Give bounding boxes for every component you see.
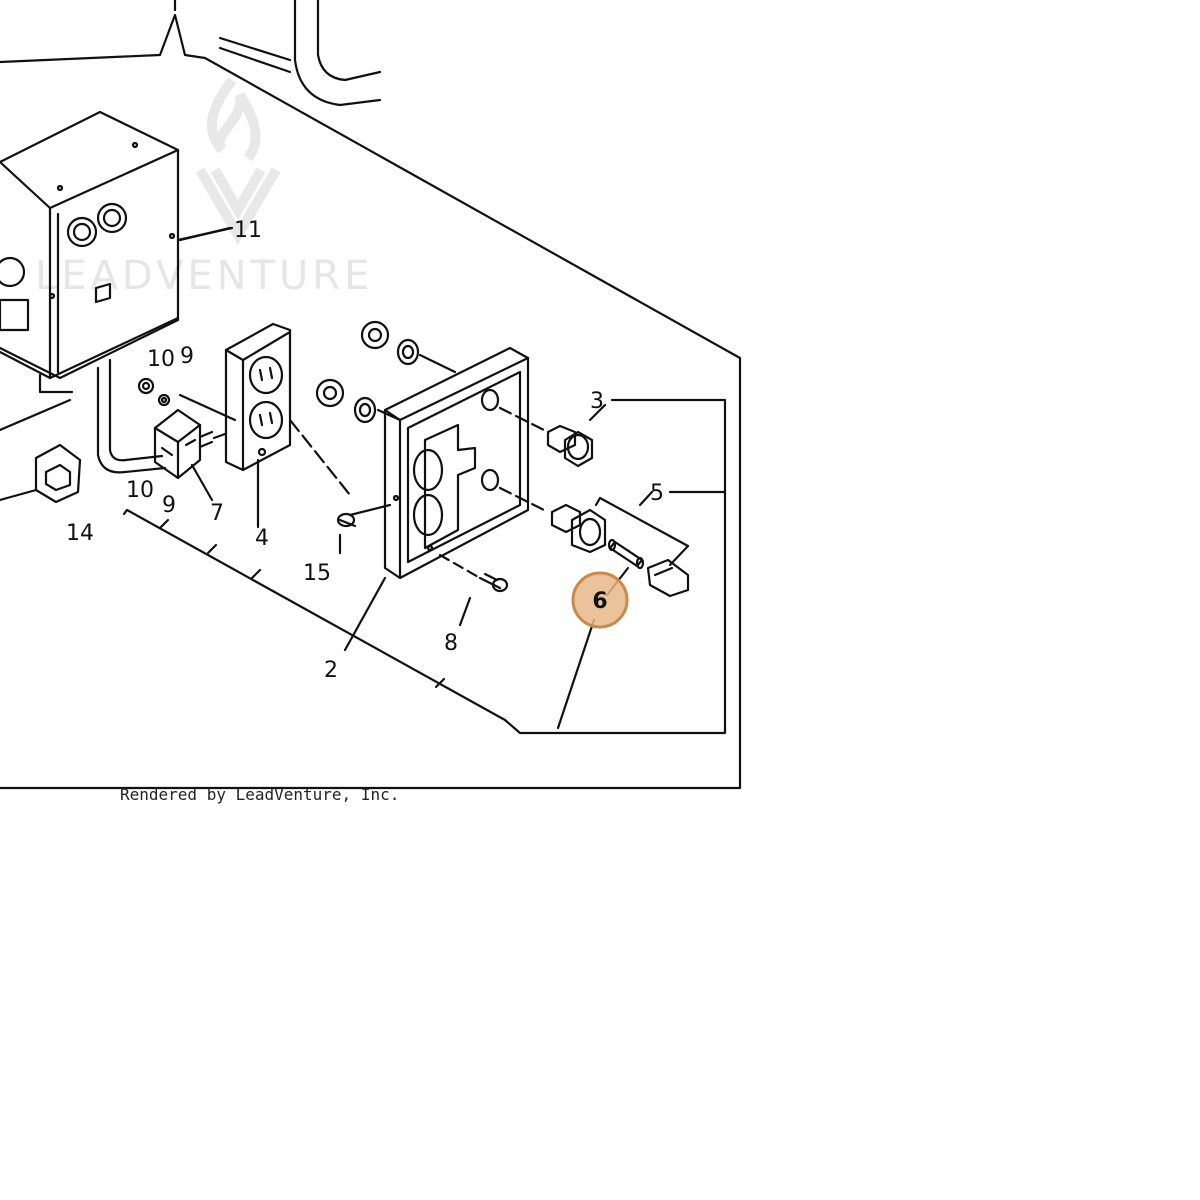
credit-text: Rendered by LeadVenture, Inc.	[120, 785, 399, 804]
fuse-holder-part	[550, 503, 690, 598]
label-3: 3	[590, 389, 604, 414]
watermark-text: LEADVENTURE	[35, 253, 373, 299]
line-art	[0, 0, 742, 790]
screw-15	[336, 512, 357, 528]
flame-v-logo-icon	[195, 77, 281, 245]
highlight-marker[interactable]: 6	[571, 571, 629, 629]
cover-plate	[383, 346, 530, 580]
junction-box	[0, 110, 180, 394]
callout-labels: 11 10 9 10 9 7 4 14 15 2 8 3 5	[66, 218, 664, 683]
receptacle-part	[224, 322, 292, 472]
label-4: 4	[255, 526, 269, 551]
label-9-bottom: 9	[162, 493, 176, 518]
plug-part	[0, 443, 82, 504]
switch-part	[153, 408, 214, 480]
label-15: 15	[303, 561, 331, 586]
label-8: 8	[444, 631, 458, 656]
fuse-part	[607, 538, 645, 570]
label-14: 14	[66, 521, 94, 546]
label-9-top: 9	[180, 344, 194, 369]
screw-8	[478, 572, 509, 593]
label-7: 7	[210, 501, 224, 526]
label-5: 5	[650, 481, 664, 506]
pilot-light-part	[546, 424, 594, 468]
label-2: 2	[324, 658, 338, 683]
label-10-bottom: 10	[126, 478, 154, 503]
highlight-label: 6	[592, 589, 607, 614]
watermark: LEADVENTURE	[35, 77, 373, 299]
label-11: 11	[234, 218, 262, 243]
label-10-top: 10	[147, 347, 175, 372]
